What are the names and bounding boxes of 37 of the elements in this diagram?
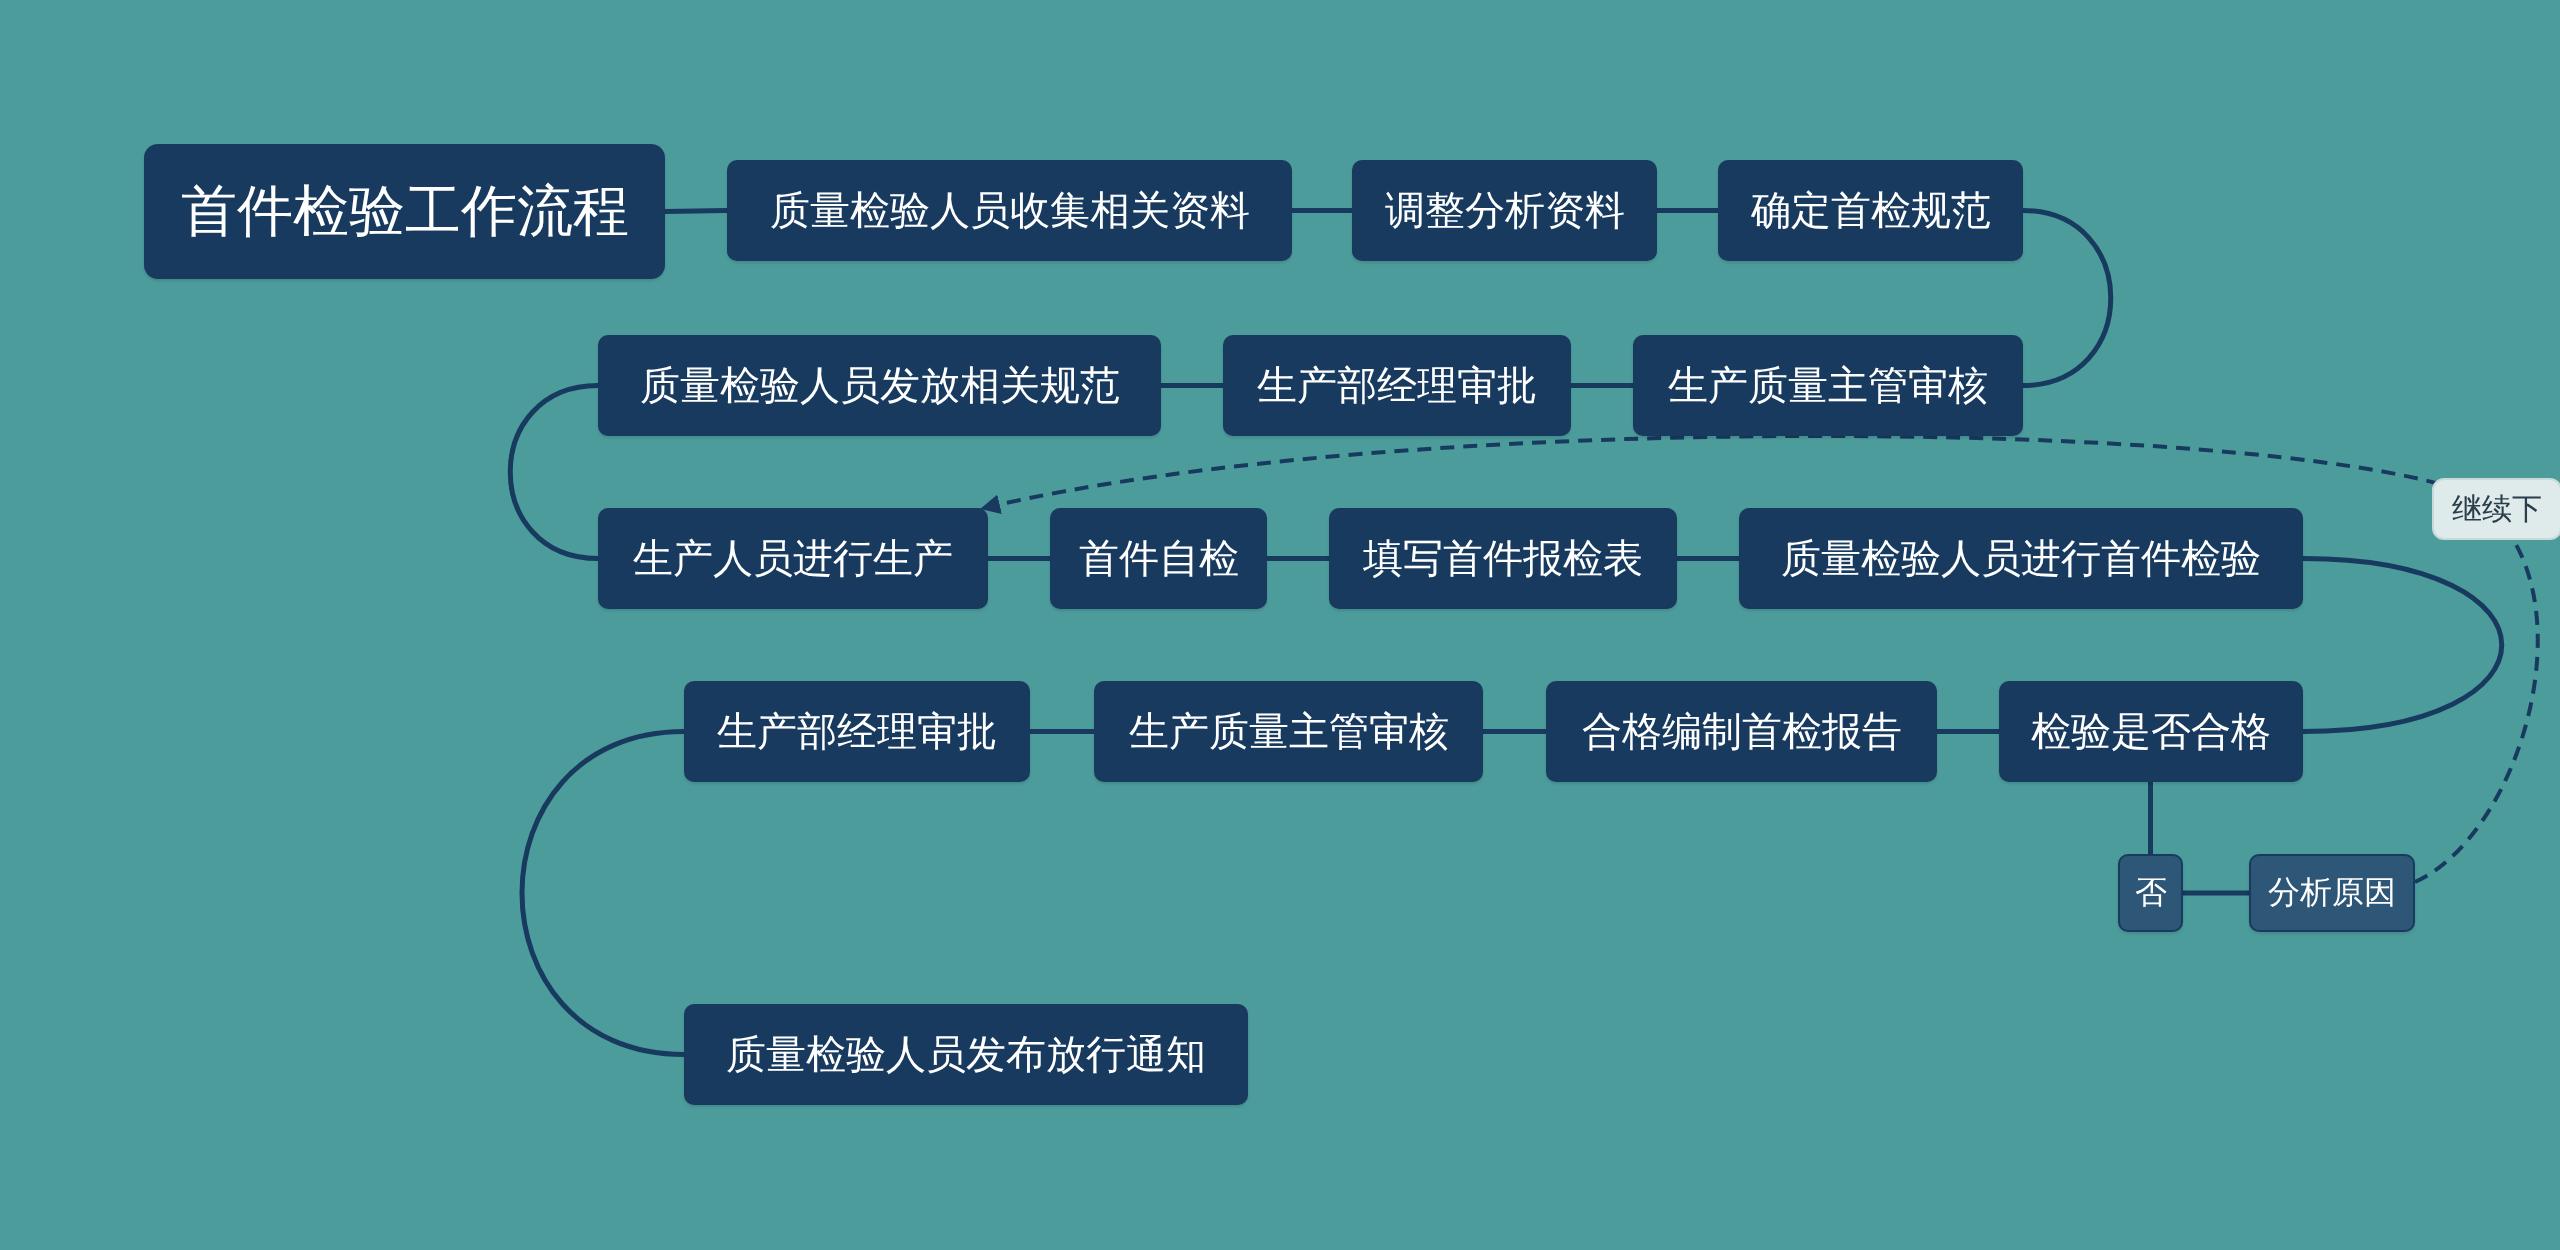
process-box: 合格编制首检报告	[1546, 681, 1937, 782]
connector-line	[1267, 556, 1329, 561]
connector-line	[1030, 729, 1094, 734]
connector-line	[2022, 208, 2114, 388]
process-box: 生产部经理审批	[684, 681, 1030, 782]
connector-line	[1161, 383, 1223, 388]
process-box: 质量检验人员发放相关规范	[598, 335, 1161, 436]
title-box: 首件检验工作流程	[144, 144, 665, 279]
process-box: 生产质量主管审核	[1094, 681, 1483, 782]
connector-line	[1483, 729, 1546, 734]
edge-label: 继续下	[2432, 478, 2560, 540]
process-box: 首件自检	[1050, 508, 1267, 609]
connector-line	[519, 729, 685, 1057]
connector-line	[2302, 556, 2504, 734]
process-box: 质量检验人员发布放行通知	[684, 1004, 1248, 1105]
process-box: 生产质量主管审核	[1633, 335, 2023, 436]
process-box: 生产部经理审批	[1223, 335, 1571, 436]
connector-line	[1292, 208, 1352, 213]
process-box: 生产人员进行生产	[598, 508, 988, 609]
connector-line	[1937, 729, 1999, 734]
process-box: 检验是否合格	[1999, 681, 2303, 782]
process-box: 填写首件报检表	[1329, 508, 1677, 609]
connector-line	[2183, 890, 2249, 896]
connector-line	[2148, 782, 2153, 854]
connector-line	[1657, 208, 1718, 213]
connector-line	[664, 208, 728, 214]
process-box: 调整分析资料	[1352, 160, 1657, 261]
process-box: 确定首检规范	[1718, 160, 2023, 261]
process-box: 分析原因	[2249, 854, 2415, 932]
process-box: 质量检验人员进行首件检验	[1739, 508, 2303, 609]
dashed-arrow	[980, 434, 2540, 884]
connector-line	[1571, 383, 1633, 388]
process-box: 否	[2118, 854, 2183, 932]
process-box: 质量检验人员收集相关资料	[727, 160, 1292, 261]
connector-line	[507, 383, 599, 561]
connector-line	[988, 556, 1050, 561]
connector-line	[1677, 556, 1739, 561]
